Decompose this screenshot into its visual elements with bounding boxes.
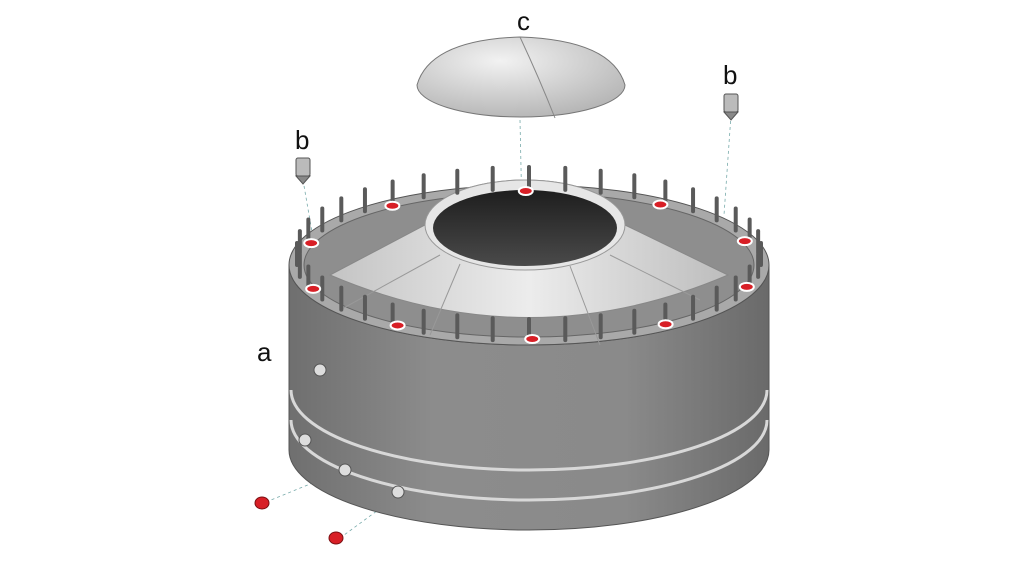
red-pin [517, 186, 534, 197]
dome-cap-c [416, 36, 626, 119]
label-a: a [257, 337, 272, 367]
label-b-left: b [295, 125, 310, 155]
label-b-right: b [723, 60, 738, 90]
red-pin [524, 333, 541, 344]
housing-a [288, 165, 770, 531]
red-pin [736, 236, 753, 247]
red-pin [657, 319, 674, 330]
red-pin [652, 199, 669, 210]
screw-b-left [294, 157, 312, 185]
red-pin [389, 320, 406, 331]
red-nuts [254, 496, 344, 545]
screw-b-right [722, 93, 740, 121]
label-c: c [517, 6, 530, 36]
red-pin [738, 281, 755, 292]
red-pin [305, 283, 322, 294]
red-pin [384, 200, 401, 211]
red-pin [303, 238, 320, 249]
